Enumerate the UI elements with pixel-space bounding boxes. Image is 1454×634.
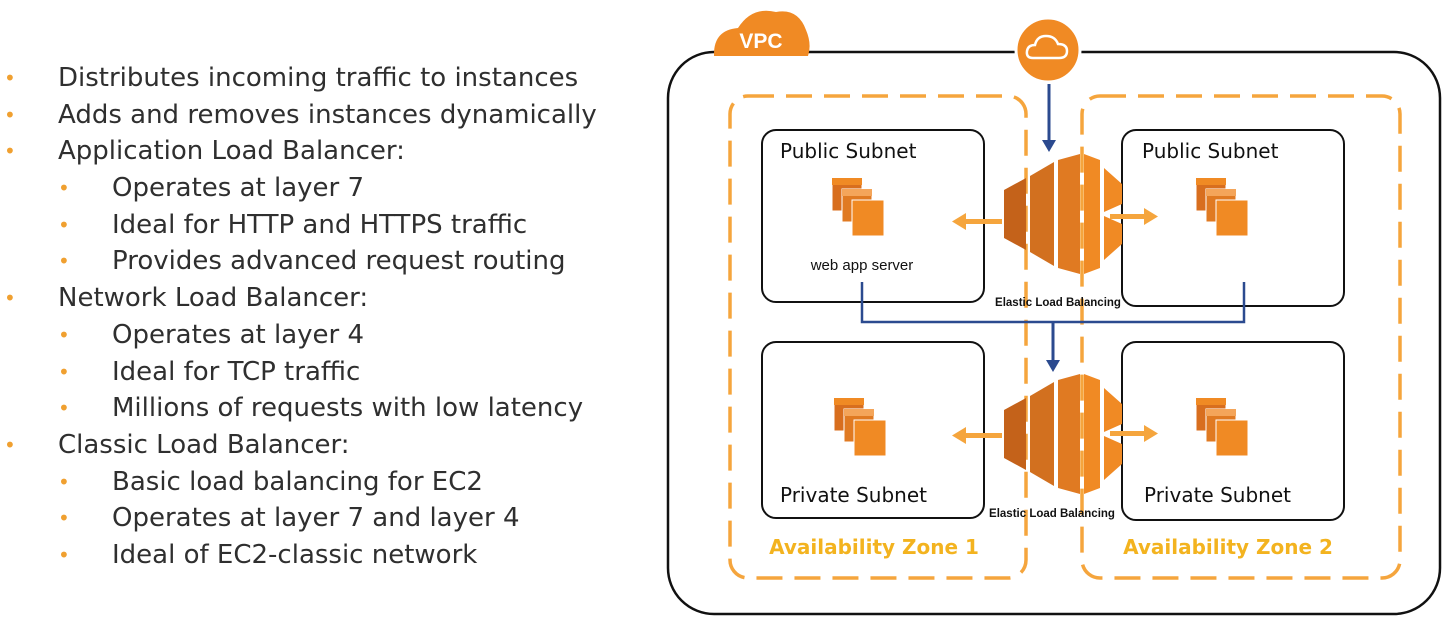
bullet-item: • Operates at layer 7 and layer 4 xyxy=(0,500,640,537)
bullet-dot: • xyxy=(4,139,16,164)
bullet-dot: • xyxy=(58,322,70,347)
bullet-dot: • xyxy=(4,432,16,457)
availability-zone-2 xyxy=(1080,94,1402,580)
bullet-item: • Provides advanced request routing xyxy=(0,243,640,280)
vpc-badge: VPC xyxy=(714,10,810,56)
elastic-load-balancing-icon-top xyxy=(1004,154,1122,274)
bullet-item: • Classic Load Balancer: xyxy=(0,427,640,464)
bullet-text: Provides advanced request routing xyxy=(112,246,566,277)
bullet-text: Ideal for HTTP and HTTPS traffic xyxy=(112,209,528,240)
bullet-item: • Ideal for HTTP and HTTPS traffic xyxy=(0,207,640,244)
bullet-dot: • xyxy=(58,396,70,421)
bullet-text: Operates at layer 7 xyxy=(112,173,365,204)
bullet-item: • Network Load Balancer: xyxy=(0,280,640,317)
bullet-text: Application Load Balancer: xyxy=(58,136,405,167)
bullet-text: Network Load Balancer: xyxy=(58,283,369,314)
bullet-list: • Distributes incoming traffic to instanc… xyxy=(0,60,640,574)
elb-bottom-label: Elastic Load Balancing xyxy=(989,508,1115,520)
bullet-dot: • xyxy=(58,469,70,494)
bullet-text: Operates at layer 7 and layer 4 xyxy=(112,503,520,534)
bullet-dot: • xyxy=(58,249,70,274)
elastic-load-balancing-icon-bottom xyxy=(1004,374,1122,494)
bullet-item: • Distributes incoming traffic to instanc… xyxy=(0,60,640,97)
bullet-text: Basic load balancing for EC2 xyxy=(112,466,483,497)
internet-gateway-cloud-icon xyxy=(1014,16,1082,84)
bullet-item: • Millions of requests with low latency xyxy=(0,390,640,427)
bullet-text: Operates at layer 4 xyxy=(112,319,365,350)
bullet-item: • Operates at layer 4 xyxy=(0,317,640,354)
bullet-text: Ideal for TCP traffic xyxy=(112,356,361,387)
elb-top-label: Elastic Load Balancing xyxy=(995,297,1121,309)
bullet-item: • Operates at layer 7 xyxy=(0,170,640,207)
bullet-text: Millions of requests with low latency xyxy=(112,393,584,424)
availability-zone-2-label: Availability Zone 2 xyxy=(1123,535,1333,559)
bullet-text: Adds and removes instances dynamically xyxy=(58,99,597,130)
availability-zone-1-label: Availability Zone 1 xyxy=(769,535,979,559)
bullet-item: • Application Load Balancer: xyxy=(0,133,640,170)
private-subnet-2-label: Private Subnet xyxy=(1144,483,1291,507)
bullet-dot: • xyxy=(58,506,70,531)
bullet-text: Classic Load Balancer: xyxy=(58,429,350,460)
bullet-dot: • xyxy=(58,212,70,237)
public-subnet-1-label: Public Subnet xyxy=(780,139,917,163)
public-subnet-2-label: Public Subnet xyxy=(1142,139,1279,163)
vpc-label: VPC xyxy=(739,30,782,53)
bullet-item: • Ideal of EC2-classic network xyxy=(0,537,640,574)
bullet-text: Ideal of EC2-classic network xyxy=(112,539,478,570)
bullet-dot: • xyxy=(58,176,70,201)
bullet-item: • Adds and removes instances dynamically xyxy=(0,97,640,134)
bullet-dot: • xyxy=(4,102,16,127)
elb-traffic-arrows xyxy=(952,208,1158,444)
bullet-text: Distributes incoming traffic to instance… xyxy=(58,63,579,93)
web-app-server-label: web app server xyxy=(810,257,914,274)
availability-zone-1 xyxy=(728,94,1028,580)
bullet-dot: • xyxy=(4,66,16,90)
bullet-dot: • xyxy=(58,359,70,384)
bullet-item: • Basic load balancing for EC2 xyxy=(0,464,640,501)
bullet-dot: • xyxy=(4,286,16,311)
bullet-dot: • xyxy=(58,542,70,567)
bullet-item: • Ideal for TCP traffic xyxy=(0,354,640,391)
private-subnet-1-label: Private Subnet xyxy=(780,483,927,507)
